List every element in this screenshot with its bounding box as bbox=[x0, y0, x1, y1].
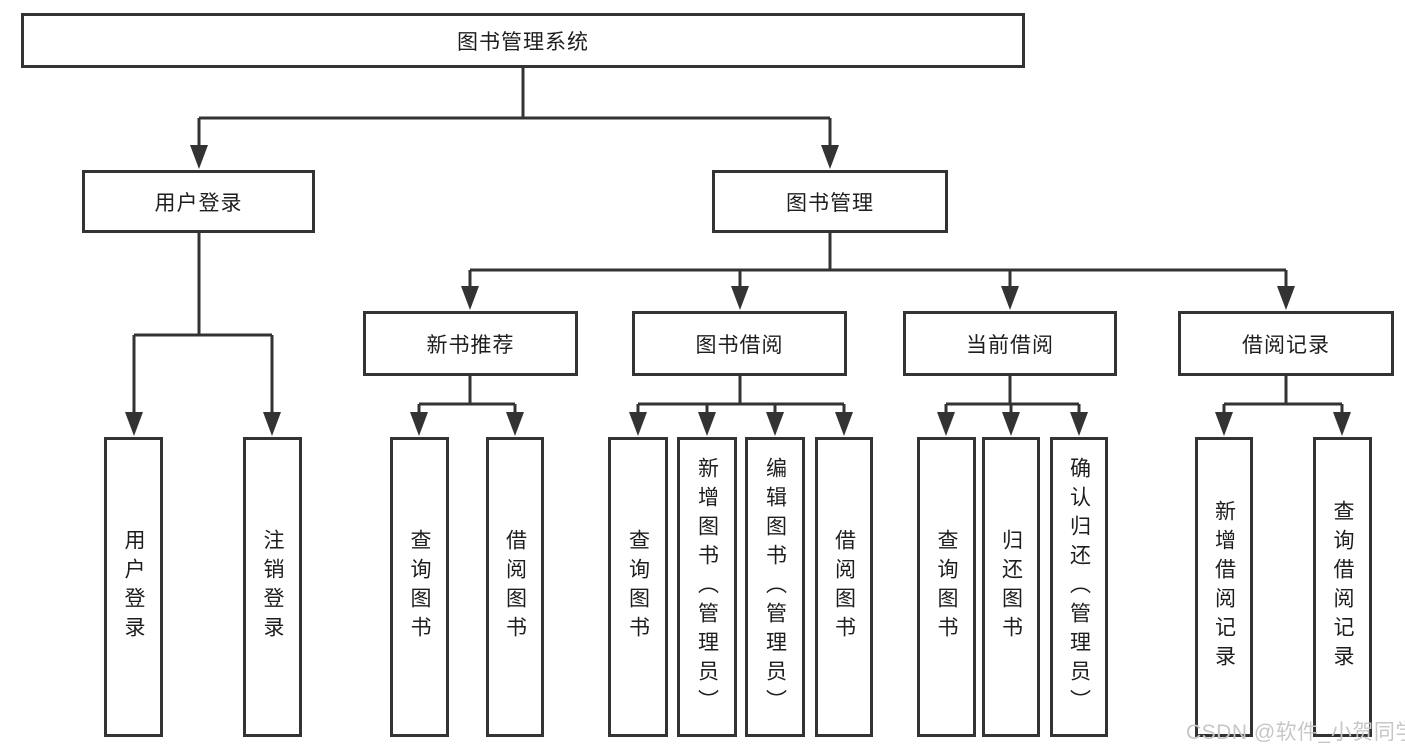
arrowhead-down-icon bbox=[263, 412, 281, 436]
arrowhead-down-icon bbox=[766, 412, 784, 436]
node-leaf-query-books-borrowing-label: 查询图书 bbox=[626, 529, 650, 645]
node-leaf-add-book-admin: 新增图书（管理员） bbox=[677, 437, 737, 737]
connectors-book-borrowing-branch bbox=[629, 376, 853, 436]
node-leaf-query-books-current-label: 查询图书 bbox=[935, 529, 958, 645]
arrowhead-down-icon bbox=[698, 412, 716, 436]
arrowhead-down-icon bbox=[821, 145, 839, 169]
csdn-watermark: CSDN @软件_小贺同学 bbox=[1186, 721, 1405, 744]
node-leaf-user-login: 用户登录 bbox=[104, 437, 163, 737]
node-leaf-query-books-current: 查询图书 bbox=[917, 437, 976, 737]
node-book-management-label: 图书管理 bbox=[786, 191, 874, 215]
node-current-borrowing: 当前借阅 bbox=[903, 311, 1117, 376]
node-library-system-label: 图书管理系统 bbox=[457, 30, 589, 54]
node-user-login-label: 用户登录 bbox=[154, 191, 243, 215]
node-leaf-edit-book-admin-label: 编辑图书（管理员） bbox=[763, 456, 787, 718]
arrowhead-down-icon bbox=[731, 286, 749, 310]
arrowhead-down-icon bbox=[1333, 412, 1351, 436]
node-leaf-logout-label: 注销登录 bbox=[261, 529, 284, 645]
arrowhead-down-icon bbox=[1277, 286, 1295, 310]
arrowhead-down-icon bbox=[835, 412, 853, 436]
node-leaf-query-borrow-record: 查询借阅记录 bbox=[1313, 437, 1372, 737]
node-leaf-confirm-return-admin: 确认归还（管理员） bbox=[1050, 437, 1108, 737]
node-library-system: 图书管理系统 bbox=[21, 13, 1025, 68]
node-leaf-borrow-books-recommend: 借阅图书 bbox=[486, 437, 544, 737]
arrowhead-down-icon bbox=[190, 145, 208, 169]
connectors-root-to-level2 bbox=[190, 68, 839, 169]
arrowhead-down-icon bbox=[1215, 412, 1233, 436]
node-borrowing-records-label: 借阅记录 bbox=[1242, 333, 1330, 357]
node-leaf-borrow-books-borrowing-label: 借阅图书 bbox=[832, 529, 856, 645]
node-leaf-query-books-recommend: 查询图书 bbox=[390, 437, 449, 737]
arrowhead-down-icon bbox=[1070, 412, 1088, 436]
arrowhead-down-icon bbox=[125, 412, 143, 436]
arrowhead-down-icon bbox=[629, 412, 647, 436]
node-new-book-recommend: 新书推荐 bbox=[363, 311, 578, 376]
node-leaf-logout: 注销登录 bbox=[243, 437, 302, 737]
arrowhead-down-icon bbox=[461, 286, 479, 310]
node-leaf-borrow-books-recommend-label: 借阅图书 bbox=[503, 529, 527, 645]
node-leaf-query-books-recommend-label: 查询图书 bbox=[408, 529, 431, 645]
node-book-borrowing-label: 图书借阅 bbox=[695, 333, 784, 357]
connectors-borrowing-records-branch bbox=[1215, 376, 1351, 436]
node-leaf-query-books-borrowing: 查询图书 bbox=[608, 437, 668, 737]
node-book-management: 图书管理 bbox=[712, 170, 948, 233]
arrowhead-down-icon bbox=[1002, 412, 1020, 436]
node-leaf-user-login-label: 用户登录 bbox=[122, 529, 145, 645]
node-leaf-return-book: 归还图书 bbox=[982, 437, 1040, 737]
node-leaf-borrow-books-borrowing: 借阅图书 bbox=[815, 437, 873, 737]
node-leaf-add-book-admin-label: 新增图书（管理员） bbox=[695, 456, 719, 718]
connectors-new-book-recommend-branch bbox=[410, 376, 524, 436]
node-borrowing-records: 借阅记录 bbox=[1178, 311, 1394, 376]
node-leaf-return-book-label: 归还图书 bbox=[999, 529, 1023, 645]
connectors-current-borrowing-branch bbox=[937, 376, 1088, 436]
connectors-user-login-branch bbox=[125, 233, 281, 436]
arrowhead-down-icon bbox=[1001, 286, 1019, 310]
node-leaf-add-borrow-record-label: 新增借阅记录 bbox=[1212, 500, 1236, 674]
arrowhead-down-icon bbox=[506, 412, 524, 436]
connectors-book-management-to-level3 bbox=[461, 233, 1295, 310]
arrowhead-down-icon bbox=[410, 412, 428, 436]
node-current-borrowing-label: 当前借阅 bbox=[966, 333, 1054, 357]
arrowhead-down-icon bbox=[937, 412, 955, 436]
node-book-borrowing: 图书借阅 bbox=[632, 311, 847, 376]
node-leaf-edit-book-admin: 编辑图书（管理员） bbox=[745, 437, 805, 737]
node-leaf-query-borrow-record-label: 查询借阅记录 bbox=[1331, 500, 1354, 674]
node-leaf-confirm-return-admin-label: 确认归还（管理员） bbox=[1067, 456, 1091, 718]
node-user-login: 用户登录 bbox=[82, 170, 315, 233]
node-leaf-add-borrow-record: 新增借阅记录 bbox=[1195, 437, 1253, 737]
node-new-book-recommend-label: 新书推荐 bbox=[426, 333, 515, 357]
